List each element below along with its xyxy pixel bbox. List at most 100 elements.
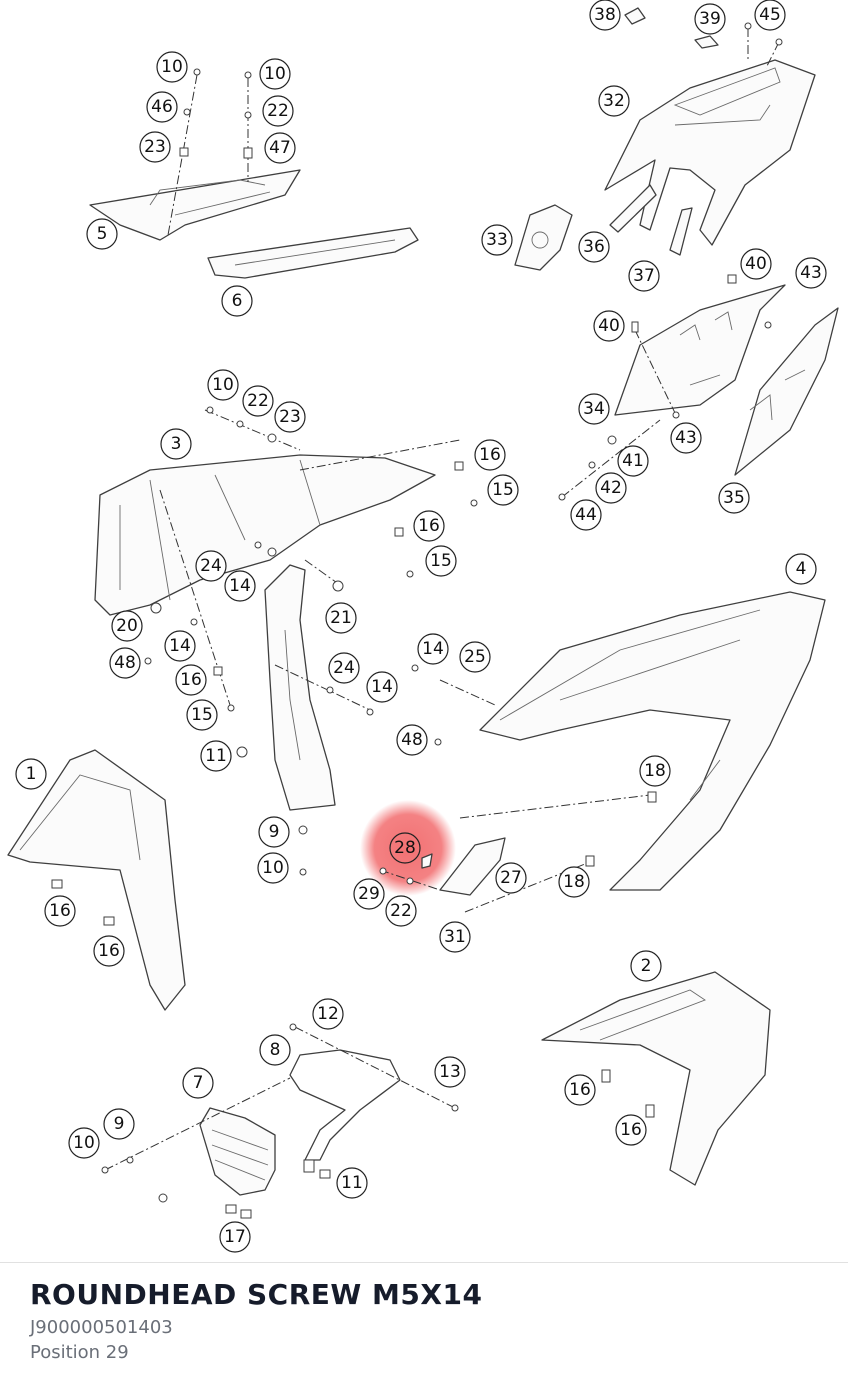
- callout-40[interactable]: 40: [740, 248, 772, 280]
- callout-16[interactable]: 16: [615, 1114, 647, 1146]
- callout-31[interactable]: 31: [439, 921, 471, 953]
- callout-3[interactable]: 3: [160, 428, 192, 460]
- callout-9[interactable]: 9: [103, 1108, 135, 1140]
- callout-37[interactable]: 37: [628, 260, 660, 292]
- svg-text:44: 44: [575, 505, 597, 525]
- svg-text:22: 22: [390, 901, 412, 921]
- callout-22[interactable]: 22: [262, 95, 294, 127]
- callout-40[interactable]: 40: [593, 310, 625, 342]
- callout-47[interactable]: 47: [264, 132, 296, 164]
- callout-5[interactable]: 5: [86, 218, 118, 250]
- svg-text:15: 15: [430, 551, 452, 571]
- svg-text:18: 18: [644, 761, 666, 781]
- callout-11[interactable]: 11: [336, 1167, 368, 1199]
- callout-29[interactable]: 29: [353, 878, 385, 910]
- part-side-panel-center: [264, 559, 371, 811]
- svg-text:16: 16: [98, 941, 120, 961]
- callout-24[interactable]: 24: [195, 550, 227, 582]
- svg-text:16: 16: [620, 1120, 642, 1140]
- svg-text:12: 12: [317, 1004, 339, 1024]
- callout-7[interactable]: 7: [182, 1067, 214, 1099]
- svg-text:4: 4: [796, 559, 807, 579]
- svg-text:16: 16: [418, 516, 440, 536]
- svg-text:40: 40: [745, 254, 767, 274]
- callout-10[interactable]: 10: [68, 1127, 100, 1159]
- callout-14[interactable]: 14: [417, 633, 449, 665]
- callout-46[interactable]: 46: [146, 91, 178, 123]
- exploded-view-drawing: 38 39 45 10 46 23 10 22 47 32 5 6 33 36 …: [7, 0, 839, 1253]
- callout-10[interactable]: 10: [156, 51, 188, 83]
- svg-text:40: 40: [598, 316, 620, 336]
- callout-14[interactable]: 14: [224, 570, 256, 602]
- callout-22[interactable]: 22: [385, 895, 417, 927]
- callout-16[interactable]: 16: [175, 664, 207, 696]
- svg-text:32: 32: [603, 91, 625, 111]
- svg-text:25: 25: [464, 647, 486, 667]
- callout-32[interactable]: 32: [598, 85, 630, 117]
- svg-text:16: 16: [49, 901, 71, 921]
- callout-12[interactable]: 12: [312, 998, 344, 1030]
- callout-9[interactable]: 9: [258, 816, 290, 848]
- callout-35[interactable]: 35: [718, 482, 750, 514]
- callout-16[interactable]: 16: [93, 935, 125, 967]
- callout-15[interactable]: 15: [425, 545, 457, 577]
- callout-21[interactable]: 21: [325, 602, 357, 634]
- part-6-side-trim-right: [207, 227, 419, 279]
- svg-text:10: 10: [264, 64, 286, 84]
- callout-18[interactable]: 18: [558, 866, 590, 898]
- callout-33[interactable]: 33: [481, 224, 513, 256]
- callout-43[interactable]: 43: [670, 422, 702, 454]
- part-36-37-strips: [609, 184, 693, 256]
- callout-14[interactable]: 14: [366, 671, 398, 703]
- callout-16[interactable]: 16: [564, 1074, 596, 1106]
- callout-4[interactable]: 4: [785, 553, 817, 585]
- callout-10[interactable]: 10: [207, 369, 239, 401]
- svg-text:9: 9: [114, 1114, 125, 1134]
- callout-44[interactable]: 44: [570, 499, 602, 531]
- callout-1[interactable]: 1: [15, 758, 47, 790]
- callout-14[interactable]: 14: [164, 630, 196, 662]
- callout-13[interactable]: 13: [434, 1056, 466, 1088]
- callout-8[interactable]: 8: [259, 1034, 291, 1066]
- callout-42[interactable]: 42: [595, 472, 627, 504]
- callout-22[interactable]: 22: [242, 385, 274, 417]
- callout-43[interactable]: 43: [795, 257, 827, 289]
- svg-text:31: 31: [444, 927, 466, 947]
- callout-28[interactable]: 28: [389, 832, 421, 864]
- callout-23[interactable]: 23: [139, 131, 171, 163]
- callout-10[interactable]: 10: [257, 852, 289, 884]
- svg-text:35: 35: [723, 488, 745, 508]
- callout-2[interactable]: 2: [630, 950, 662, 982]
- svg-text:33: 33: [486, 230, 508, 250]
- callout-6[interactable]: 6: [221, 285, 253, 317]
- callout-48[interactable]: 48: [109, 647, 141, 679]
- callout-18[interactable]: 18: [639, 755, 671, 787]
- callout-45[interactable]: 45: [754, 0, 786, 31]
- callout-15[interactable]: 15: [186, 699, 218, 731]
- callout-36[interactable]: 36: [578, 231, 610, 263]
- callout-15[interactable]: 15: [487, 474, 519, 506]
- svg-text:22: 22: [267, 101, 289, 121]
- callout-48[interactable]: 48: [396, 724, 428, 756]
- svg-text:38: 38: [594, 5, 616, 25]
- part-35-tail-side-right: [734, 307, 839, 476]
- callout-39[interactable]: 39: [694, 3, 726, 35]
- svg-text:5: 5: [97, 224, 108, 244]
- svg-text:7: 7: [193, 1073, 204, 1093]
- callout-34[interactable]: 34: [578, 393, 610, 425]
- callout-23[interactable]: 23: [274, 401, 306, 433]
- callout-10[interactable]: 10: [259, 58, 291, 90]
- callout-20[interactable]: 20: [111, 610, 143, 642]
- svg-text:18: 18: [563, 872, 585, 892]
- svg-text:11: 11: [341, 1173, 363, 1193]
- callout-11[interactable]: 11: [200, 740, 232, 772]
- callout-17[interactable]: 17: [219, 1221, 251, 1253]
- callout-41[interactable]: 41: [617, 445, 649, 477]
- callout-24[interactable]: 24: [328, 652, 360, 684]
- callout-16[interactable]: 16: [44, 895, 76, 927]
- callout-38[interactable]: 38: [589, 0, 621, 31]
- callout-16[interactable]: 16: [474, 439, 506, 471]
- callout-27[interactable]: 27: [495, 862, 527, 894]
- callout-16[interactable]: 16: [413, 510, 445, 542]
- callout-25[interactable]: 25: [459, 641, 491, 673]
